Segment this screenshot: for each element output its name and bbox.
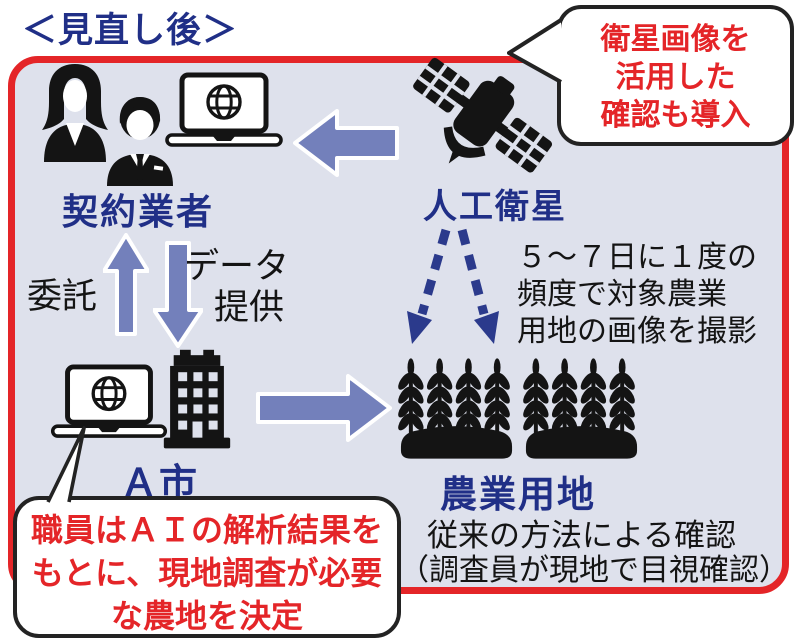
satellite-note-line2: 活用した (615, 61, 736, 94)
contractor-label: 契約業者 (62, 191, 215, 232)
building-icon (163, 349, 231, 449)
shoot-frequency-line2: 頻度で対象農業 (517, 278, 727, 311)
shoot-frequency-line1: ５～７日に１度の (517, 241, 757, 274)
arrow-right-icon (256, 374, 392, 442)
data-provide-line2: 提供 (214, 288, 285, 327)
data-provide-label: データ 提供 (184, 246, 289, 328)
arrow-down-icon (153, 241, 203, 348)
staff-note-line2: もとに、現地調査が必要 (31, 555, 383, 591)
shoot-frequency-text: ５～７日に１度の 頻度で対象農業 用地の画像を撮影 (517, 239, 757, 350)
man-person-icon (107, 97, 173, 186)
dashed-arrows-icon (407, 228, 499, 344)
satellite-icon (413, 57, 553, 173)
farmland-label: 農業用地 (440, 474, 596, 515)
staff-note-line3: な農地を決定 (110, 598, 303, 634)
staff-note-line1: 職員はＡＩの解析結果を (30, 512, 383, 548)
consign-label: 委託 (27, 277, 98, 316)
staff-note-callout: 職員はＡＩの解析結果を もとに、現地調査が必要 な農地を決定 (13, 496, 401, 638)
data-provide-line1: データ (184, 247, 290, 286)
satellite-note-line1: 衛星画像を (600, 23, 751, 56)
farmland-desc2: （調査員が現地で目視確認） (399, 554, 789, 587)
woman-person-icon (42, 64, 108, 162)
satellite-note-line3: 確認も導入 (600, 99, 751, 132)
arrow-left-icon (293, 109, 399, 177)
arrow-up-icon (103, 233, 149, 336)
satellite-note-tail (507, 18, 563, 84)
laptop-globe-icon (164, 72, 284, 150)
wheat-field-icon (395, 358, 638, 459)
staff-note-tail (46, 426, 86, 503)
shoot-frequency-line3: 用地の画像を撮影 (517, 315, 757, 348)
farmland-desc1: 従来の方法による確認 (427, 518, 737, 553)
satellite-label: 人工衛星 (423, 188, 567, 226)
page-title: ＜見直し後＞ (22, 11, 239, 50)
satellite-note-callout: 衛星画像を 活用した 確認も導入 (557, 5, 794, 146)
